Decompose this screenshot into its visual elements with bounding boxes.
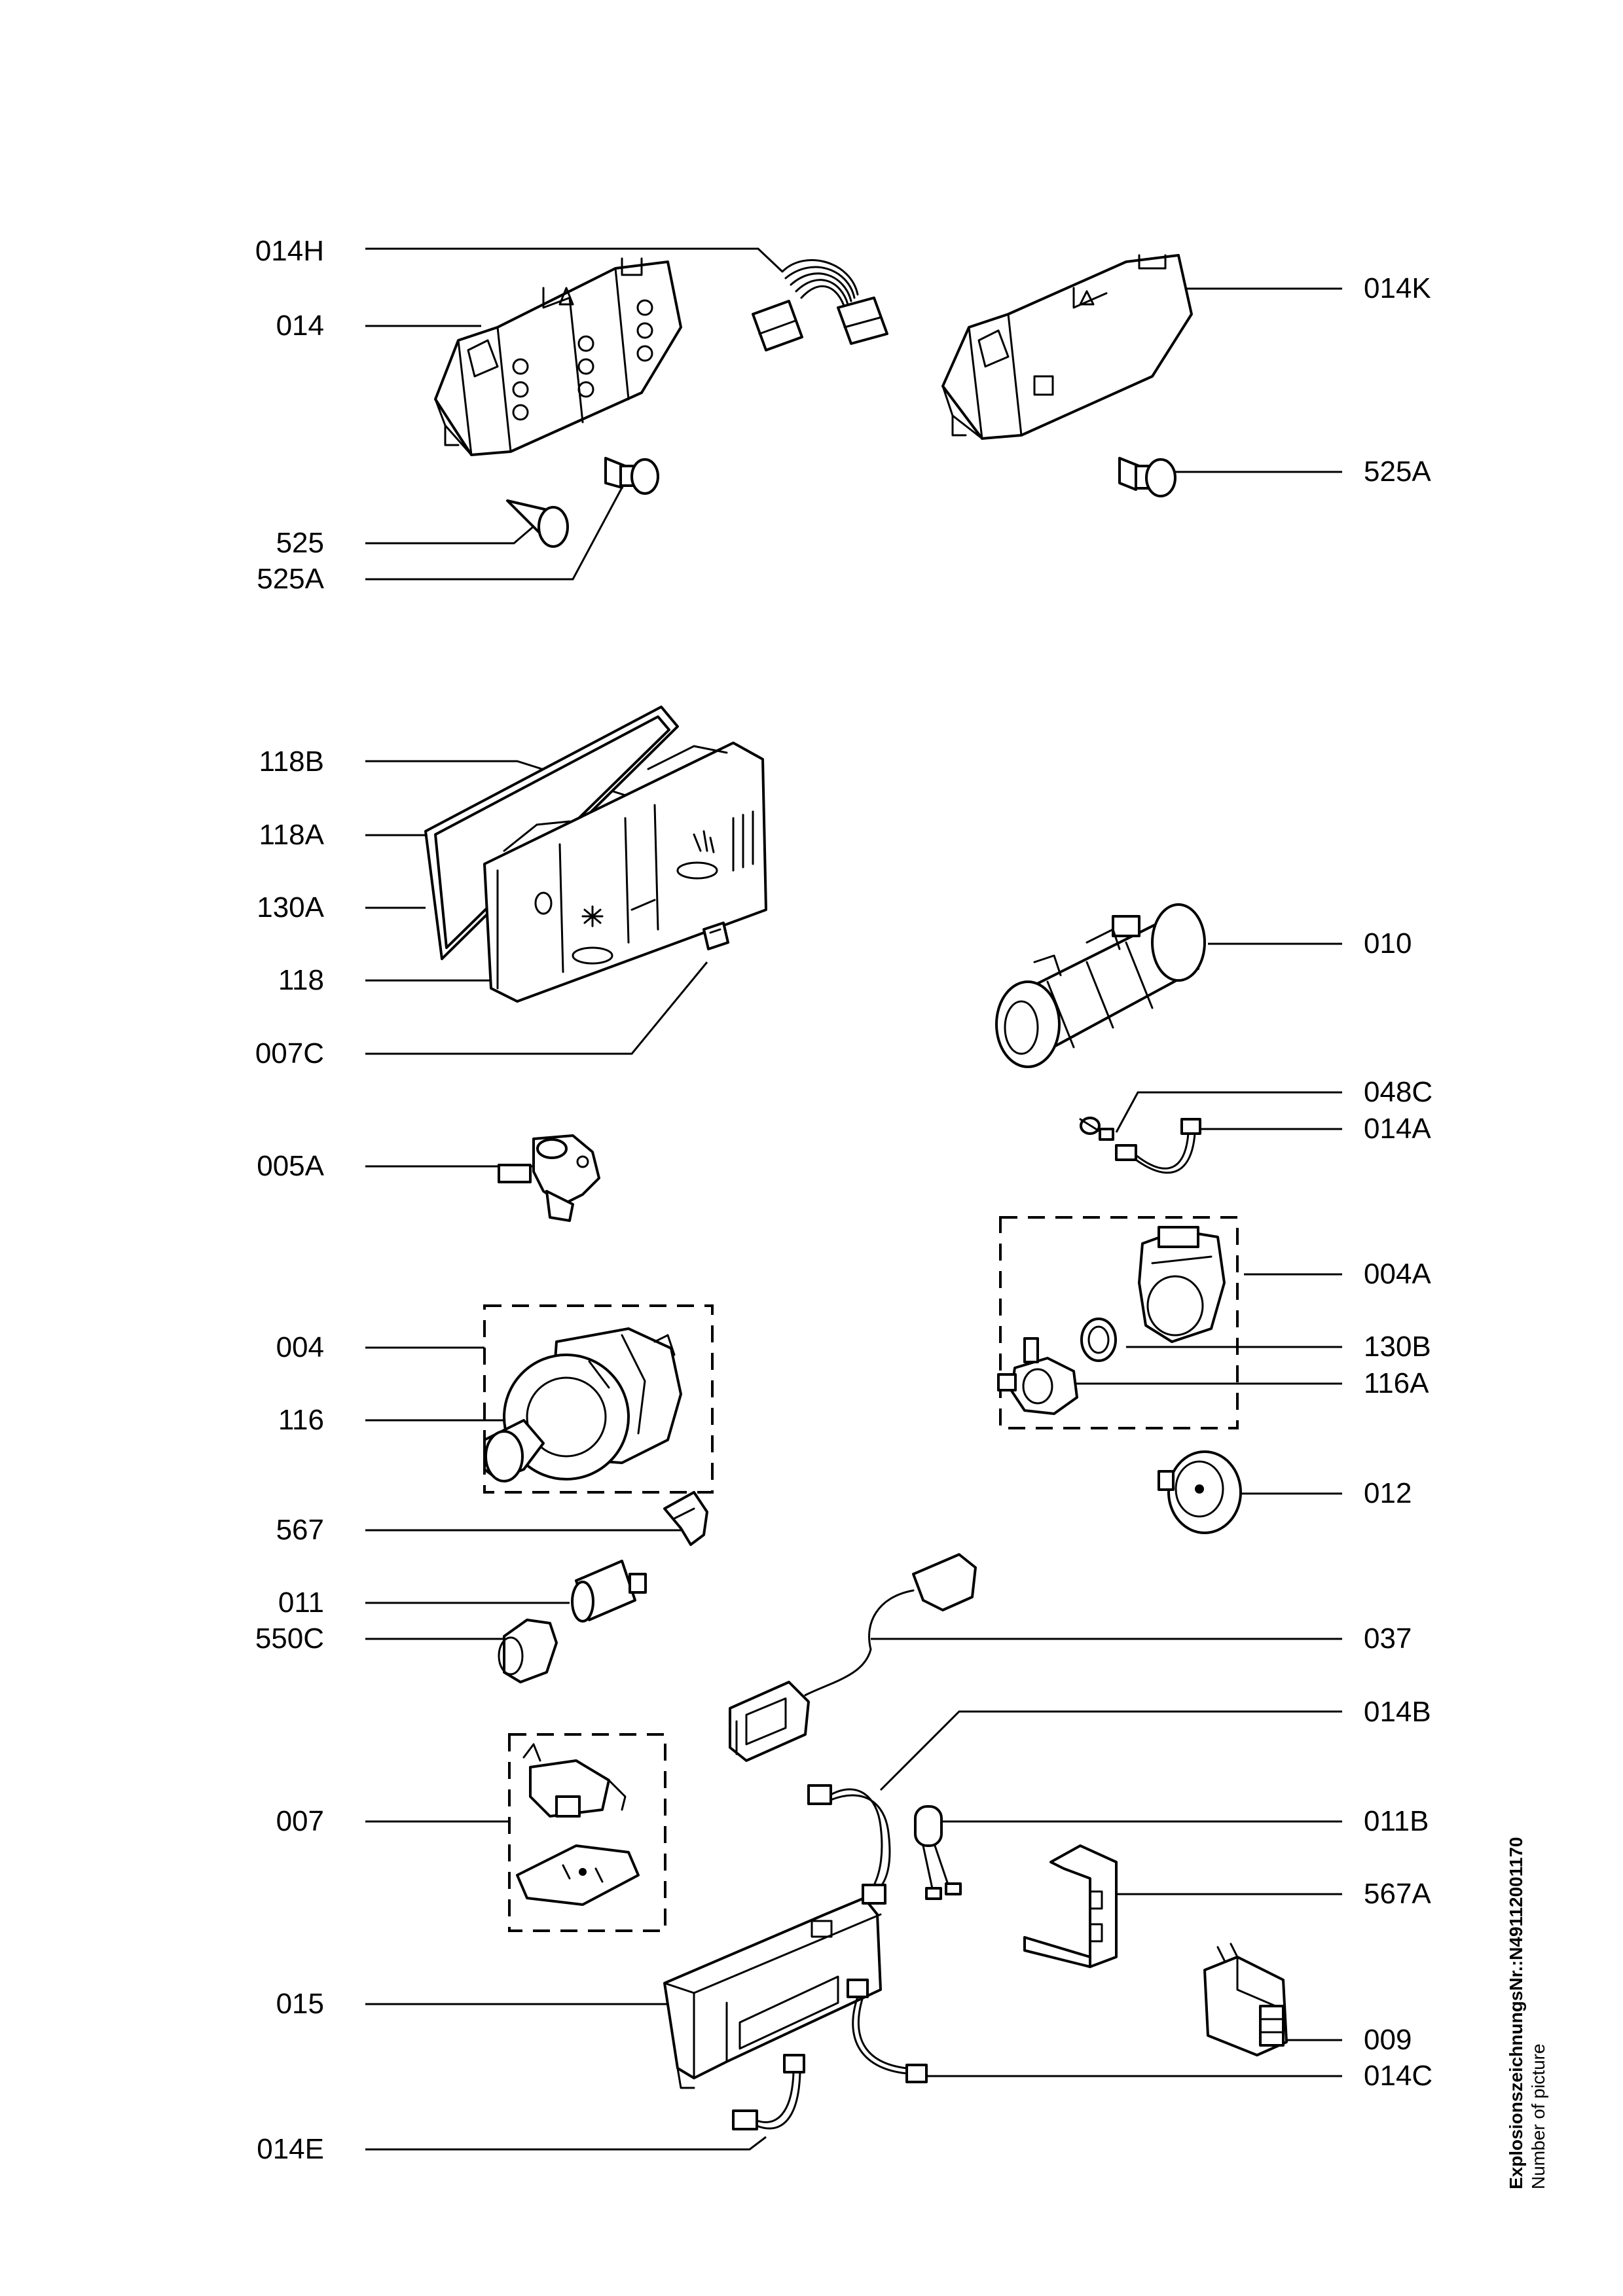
label-525A-left: 525A <box>257 563 324 595</box>
label-567A: 567A <box>1364 1878 1431 1910</box>
leader-lines <box>365 247 1342 2151</box>
part-048C-sensor <box>1079 1117 1114 1141</box>
part-012-pressure-switch <box>1158 1450 1242 1534</box>
part-014H-wiring-harness <box>752 259 888 351</box>
part-004-circulation-pump <box>483 1327 682 1482</box>
part-116A-pump-housing <box>997 1337 1078 1415</box>
label-010: 010 <box>1364 927 1412 960</box>
label-037: 037 <box>1364 1623 1412 1655</box>
group-box-004 <box>483 1304 714 1494</box>
label-012: 012 <box>1364 1477 1412 1509</box>
leader-525A-left <box>365 487 623 581</box>
label-014C: 014C <box>1364 2060 1432 2092</box>
part-118-detergent-dispenser <box>483 742 767 1003</box>
part-011-capacitor <box>571 1560 647 1623</box>
leader-007C <box>365 961 708 1055</box>
label-116A: 116A <box>1364 1367 1429 1399</box>
label-525: 525 <box>276 527 324 559</box>
label-048C: 048C <box>1364 1076 1432 1108</box>
label-118B: 118B <box>259 745 325 778</box>
part-130B-seal-ring <box>1080 1318 1117 1362</box>
part-525A-knob-left <box>604 457 659 495</box>
label-116: 116 <box>278 1404 324 1436</box>
part-005A-valve <box>498 1134 600 1222</box>
part-567A-bracket <box>1023 1844 1118 1968</box>
label-014E: 014E <box>257 2133 324 2165</box>
label-130A: 130A <box>257 891 324 924</box>
leader-014E <box>365 2136 767 2151</box>
label-014A: 014A <box>1364 1113 1431 1145</box>
leader-014H <box>365 247 784 273</box>
leader-048C <box>1115 1091 1342 1133</box>
label-011: 011 <box>278 1587 324 1619</box>
part-007-sensor-assembly <box>516 1743 640 1906</box>
label-550C: 550C <box>255 1623 324 1655</box>
picture-caption: Number of picture <box>1528 2043 1548 2189</box>
leader-525 <box>365 522 538 545</box>
part-014A-wire <box>1115 1118 1201 1174</box>
part-525-knob <box>506 499 569 548</box>
label-567: 567 <box>276 1514 324 1546</box>
label-014H: 014H <box>255 235 324 267</box>
label-007: 007 <box>276 1805 324 1837</box>
part-004A-drain-pump <box>1138 1226 1226 1343</box>
left-labels: 014H 014 525 525A 118B 118A 130A 118 007… <box>255 235 325 2165</box>
part-015-housing <box>663 1897 882 2089</box>
label-009: 009 <box>1364 2024 1412 2056</box>
leader-014B <box>879 1710 1342 1791</box>
part-014E-harness <box>732 2054 805 2130</box>
part-525A-knob-right <box>1118 457 1176 497</box>
drawing-number-block: ExplosionszeichnungsNr.:N49112001170 Num… <box>1506 1837 1548 2189</box>
part-550C-cap <box>498 1619 558 1683</box>
label-007C: 007C <box>255 1037 324 1069</box>
label-118: 118 <box>278 964 324 996</box>
label-014K: 014K <box>1364 272 1431 304</box>
part-567-clip <box>663 1491 708 1546</box>
part-014C-wire <box>847 1979 928 2083</box>
part-011B-capacitor <box>914 1805 962 1900</box>
label-005A: 005A <box>257 1150 324 1182</box>
label-014B: 014B <box>1364 1696 1431 1728</box>
part-009-switch <box>1203 1943 1288 2056</box>
label-130B: 130B <box>1364 1331 1431 1363</box>
label-004: 004 <box>276 1331 324 1363</box>
right-labels: 014K 525A 010 048C 014A 004A 130B 116A 0… <box>1364 272 1432 2092</box>
label-015: 015 <box>276 1988 324 2020</box>
part-014-control-module <box>434 257 682 456</box>
part-014B-harness <box>807 1784 891 1905</box>
label-014: 014 <box>276 310 324 342</box>
label-004A: 004A <box>1364 1258 1431 1290</box>
group-box-004A <box>999 1216 1239 1429</box>
part-037-power-cord <box>729 1553 977 1762</box>
label-525A-right: 525A <box>1364 456 1431 488</box>
label-118A: 118A <box>259 819 325 851</box>
group-box-007 <box>508 1733 666 1932</box>
part-007C-connector <box>702 922 729 950</box>
part-010-heating-element <box>995 903 1206 1068</box>
part-014K-control-module <box>941 254 1193 440</box>
drawing-number: ExplosionszeichnungsNr.:N49112001170 <box>1506 1837 1526 2189</box>
label-011B: 011B <box>1364 1805 1429 1837</box>
